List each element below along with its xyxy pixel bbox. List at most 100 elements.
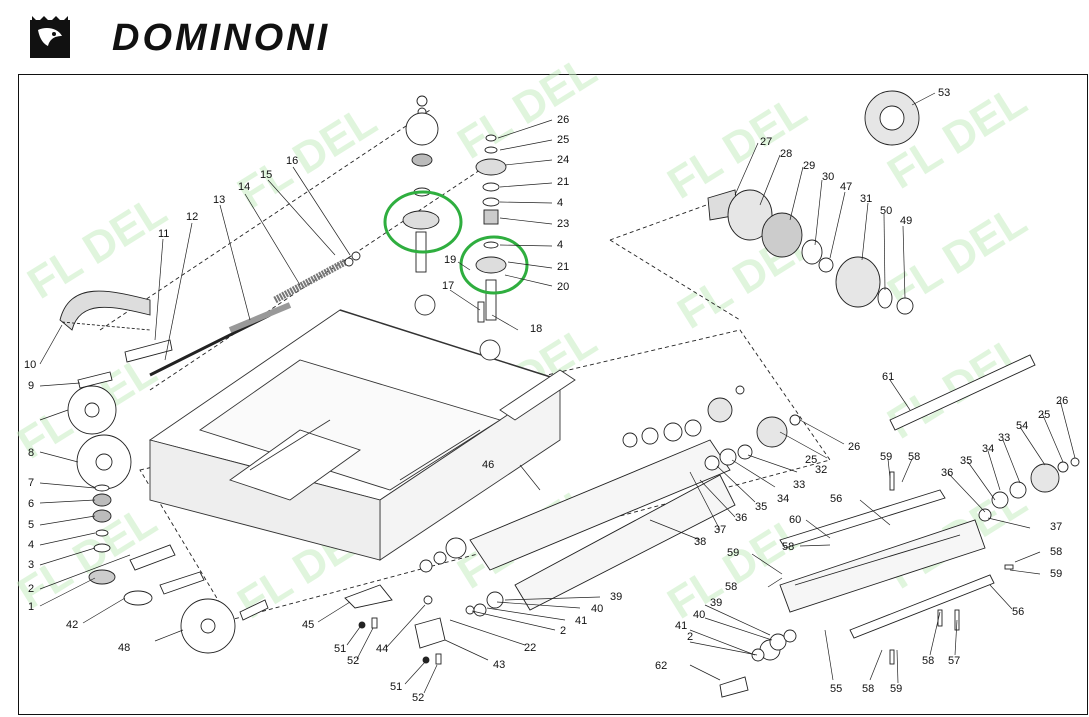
callout-label: 6 (28, 498, 34, 510)
callout-label: 62 (655, 660, 667, 672)
callout-label: 59 (880, 451, 892, 463)
callout-label: 32 (815, 464, 827, 476)
callout-label: 23 (557, 218, 569, 230)
callout-label: 56 (830, 493, 842, 505)
callout-label: 25 (557, 134, 569, 146)
callout-label: 34 (777, 493, 789, 505)
brand-name: DOMINONI (112, 17, 331, 59)
callout-label: 59 (727, 547, 739, 559)
callout-label: 28 (780, 148, 792, 160)
callout-label: 58 (862, 683, 874, 695)
callout-label: 53 (938, 87, 950, 99)
callout-label: 38 (694, 536, 706, 548)
callout-label: 4 (28, 539, 34, 551)
watermark-text: FL DEL (19, 186, 175, 309)
watermark-text: FL DEL (879, 326, 1035, 449)
callout-label: 35 (755, 501, 767, 513)
callout-label: 46 (482, 459, 494, 471)
rotor-shafts (344, 354, 1080, 698)
callout-label: 50 (880, 205, 892, 217)
callout-label: 41 (675, 620, 687, 632)
callout-label: 37 (714, 524, 726, 536)
dominoni-logo-icon (30, 16, 70, 58)
callout-label: 8 (28, 447, 34, 459)
callout-label: 20 (557, 281, 569, 293)
callout-label: 44 (376, 643, 388, 655)
callout-label: 26 (1056, 395, 1068, 407)
callout-label: 36 (735, 512, 747, 524)
diagram-frame (18, 74, 1088, 715)
callout-label: 33 (998, 432, 1010, 444)
callout-label: 58 (908, 451, 920, 463)
callout-label: 42 (66, 619, 78, 631)
callout-label: 54 (1016, 420, 1028, 432)
center-parts (402, 95, 507, 323)
highlight-circle-1 (383, 190, 463, 254)
callout-labels: 1 2 3 4 5 6 7 8 9 10 11 12 13 14 15 16 1… (24, 87, 1068, 704)
callout-label: 36 (941, 467, 953, 479)
callout-label: 58 (725, 581, 737, 593)
callout-label: 15 (260, 169, 272, 181)
callout-label: 7 (28, 477, 34, 489)
callout-label: 4 (557, 197, 563, 209)
callout-label: 47 (840, 181, 852, 193)
watermark-text: FL DEL (449, 46, 605, 169)
callout-label: 31 (860, 193, 872, 205)
callout-label: 51 (390, 681, 402, 693)
callout-label: 30 (822, 171, 834, 183)
callout-label: 39 (710, 597, 722, 609)
callout-label: 59 (1050, 568, 1062, 580)
header: DOMINONI (0, 0, 1089, 72)
leader-lines (39, 92, 1076, 694)
callout-label: 55 (830, 683, 842, 695)
callout-label: 21 (557, 261, 569, 273)
callout-label: 40 (693, 609, 705, 621)
callout-label: 9 (28, 380, 34, 392)
main-frame-chassis (148, 294, 576, 561)
callout-label: 37 (1050, 521, 1062, 533)
callout-label: 58 (922, 655, 934, 667)
callout-label: 27 (760, 136, 772, 148)
callout-label: 2 (28, 583, 34, 595)
callout-label: 18 (530, 323, 542, 335)
left-parts (59, 251, 361, 654)
callout-label: 19 (444, 254, 456, 266)
callout-label: 26 (557, 114, 569, 126)
callout-label: 11 (158, 228, 169, 240)
callout-label: 58 (1050, 546, 1062, 558)
callout-label: 60 (789, 514, 801, 526)
callout-label: 21 (557, 176, 569, 188)
callout-label: 10 (24, 359, 36, 371)
callout-label: 16 (286, 155, 298, 167)
callout-label: 24 (557, 154, 569, 166)
highlight-circles (383, 190, 529, 295)
callout-label: 1 (28, 601, 34, 613)
callout-label: 2 (560, 625, 566, 637)
callout-label: 33 (793, 479, 805, 491)
callout-label: 25 (805, 454, 817, 466)
callout-label: 59 (890, 683, 902, 695)
callout-label: 58 (782, 541, 794, 553)
callout-label: 43 (493, 659, 505, 671)
callout-label: 2 (687, 631, 693, 643)
callout-label: 14 (238, 181, 250, 193)
callout-label: 17 (442, 280, 454, 292)
callout-label: 40 (591, 603, 603, 615)
dashed-guides (99, 109, 831, 621)
gearbox-parts (707, 90, 920, 315)
callout-label: 52 (412, 692, 424, 704)
callout-label: 39 (610, 591, 622, 603)
callout-label: 26 (848, 441, 860, 453)
callout-label: 5 (28, 519, 34, 531)
callout-label: 51 (334, 643, 346, 655)
callout-label: 56 (1012, 606, 1024, 618)
callout-label: 52 (347, 655, 359, 667)
callout-label: 3 (28, 559, 34, 571)
highlight-circle-2 (459, 235, 529, 295)
callout-label: 49 (900, 215, 912, 227)
callout-label: 57 (948, 655, 960, 667)
callout-label: 4 (557, 239, 563, 251)
callout-label: 48 (118, 642, 130, 654)
callout-label: 61 (882, 371, 894, 383)
